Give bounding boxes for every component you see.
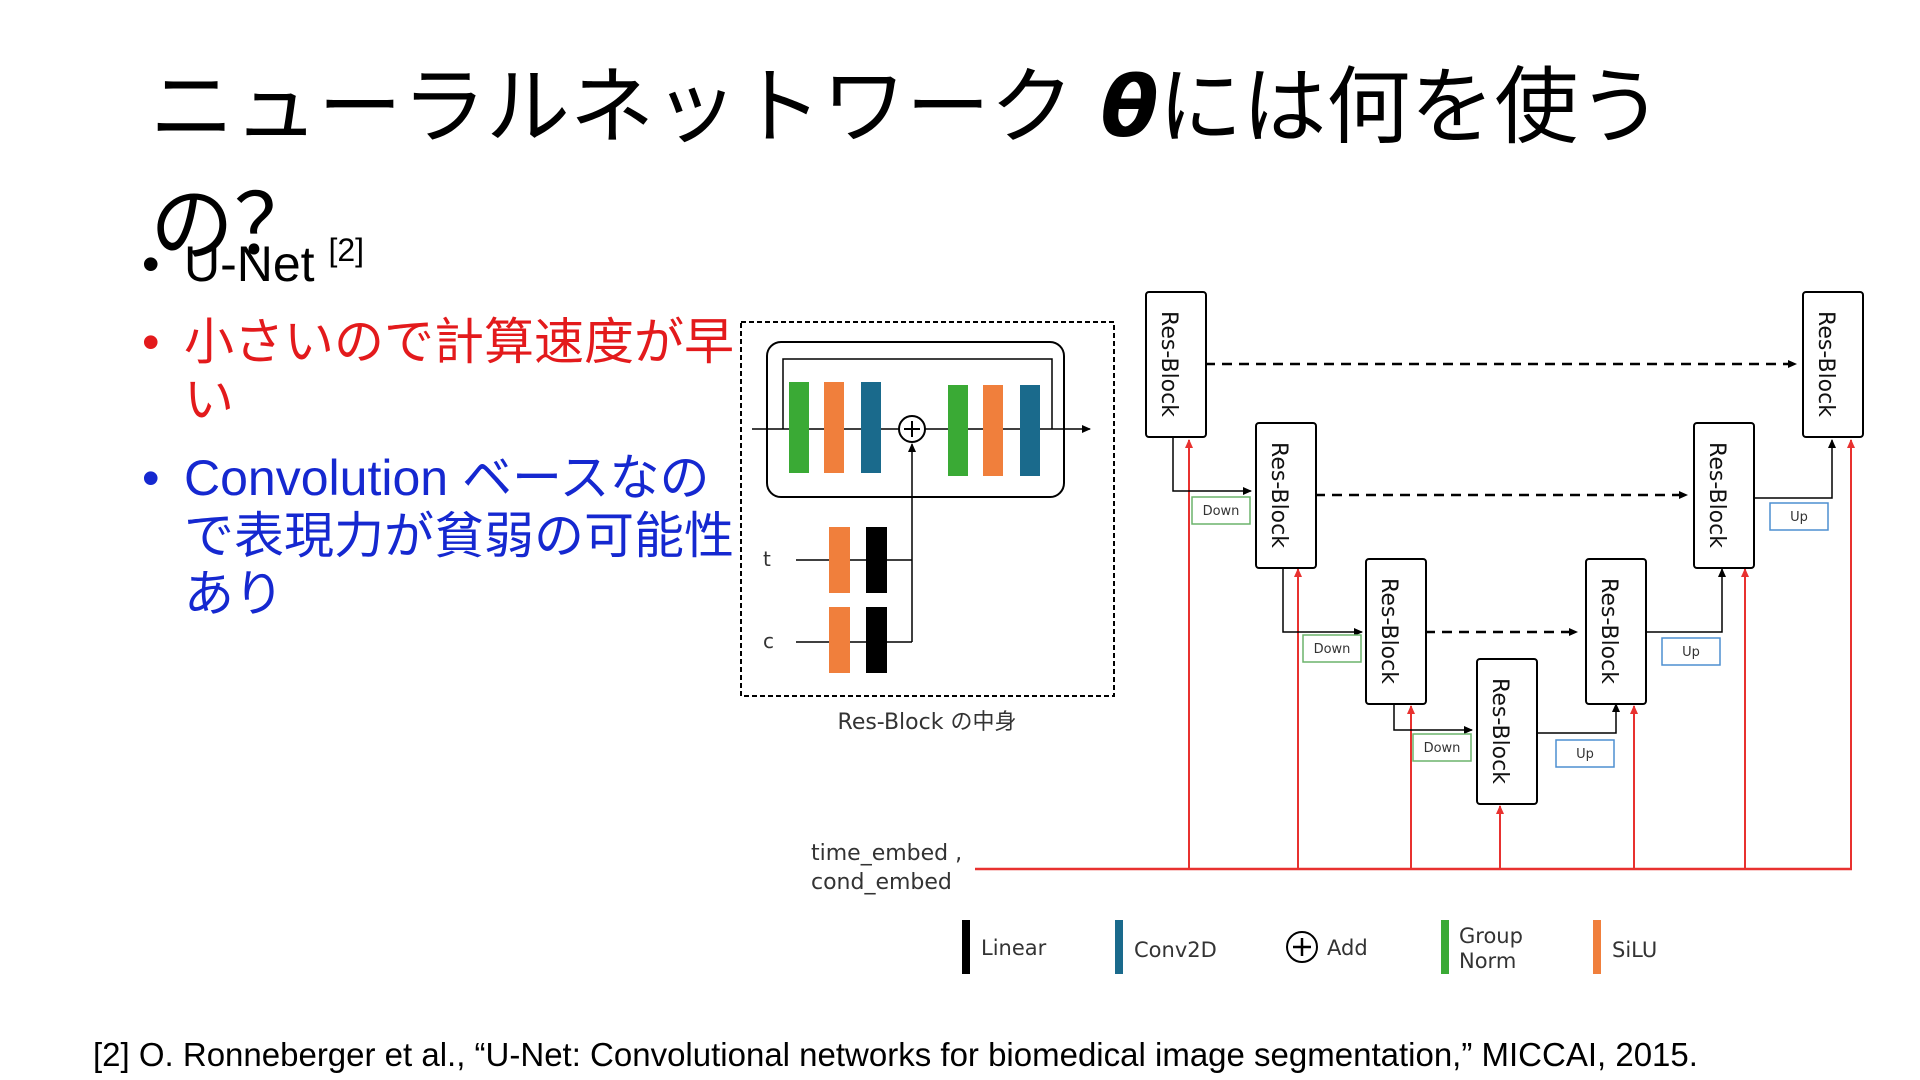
legend-linear-swatch [962,920,970,974]
legend-groupnorm-label-2: Norm [1459,949,1516,973]
linear-c [866,607,887,673]
resblock-enc-3 [1365,558,1427,705]
resblock-dec-3 [1585,558,1647,705]
legend: Linear Conv2D Add Group Norm SiLU [962,920,1657,974]
resblock-caption: Res-Block の中身 [838,710,1017,735]
up-tag-2 [1661,637,1721,666]
legend-add-label: Add [1327,936,1368,960]
legend-linear-label: Linear [981,936,1047,960]
up-label-3: Up [1790,510,1808,525]
resblock-enc-1-label: Res-Block [1156,311,1181,417]
resblock-dec-1 [1802,291,1864,438]
silu-layer-2 [983,385,1003,476]
down-path-3 [1393,704,1473,734]
resblock-dec-2-label: Res-Block [1704,442,1729,548]
embed-label-2: cond_embed [811,870,952,895]
resblock-dec-2 [1693,422,1755,569]
skip-connection [782,358,1053,429]
down-tag-3 [1412,733,1472,762]
slide-title: ニューラルネットワーク θには何を使うの？ [150,48,1770,284]
embed-label-1: time_embed , [811,841,962,866]
resblock-bottleneck-label: Res-Block [1487,678,1512,784]
input-t-label: t [763,547,771,571]
conv-layer-1 [861,382,881,473]
title-theta: θ [1100,58,1159,156]
silu-layer-1 [824,382,844,473]
unet-main: time_embed , cond_embed [811,291,1864,895]
down-path-1 [1172,438,1252,495]
resblock-bottleneck [1476,658,1538,805]
silu-t [829,527,850,593]
down-label-1: Down [1203,504,1240,519]
footnote-citation: [2] O. Ronneberger et al., “U-Net: Convo… [93,1036,1698,1073]
resblock-enc-1 [1145,291,1207,438]
legend-silu-label: SiLU [1612,938,1657,962]
resblock-enc-2 [1255,422,1317,569]
up-path-1 [1538,703,1620,734]
citation-marker: [2] [328,232,365,268]
resblock-dec-3-label: Res-Block [1596,578,1621,684]
input-c-label: c [763,629,774,653]
up-tag-3 [1769,502,1829,531]
silu-c [829,607,850,673]
down-label-2: Down [1314,642,1351,657]
bullet-weakness: Convolution ベースなので表現力が貧弱の可能性あり [140,449,740,623]
groupnorm-layer-2 [948,385,968,476]
conv-layer-2 [1020,385,1040,476]
linear-t [866,527,887,593]
resblock-inner-frame [766,341,1065,498]
resblock-enc-3-label: Res-Block [1376,578,1401,684]
up-path-3 [1753,439,1836,499]
bullet-list: U-Net [2] 小さいので計算速度が早い Convolution ベースなの… [140,232,740,643]
legend-conv-label: Conv2D [1134,938,1217,962]
title-part1: ニューラルネットワーク [150,58,1101,156]
legend-groupnorm-label-1: Group [1459,924,1523,948]
resblock-dec-1-label: Res-Block [1813,311,1838,417]
groupnorm-layer-1 [789,382,809,473]
up-path-2 [1647,568,1726,633]
up-tag-1 [1555,739,1615,768]
down-tag-1 [1191,496,1251,525]
down-path-2 [1282,569,1363,636]
up-label-1: Up [1576,747,1594,762]
bullet-unet: U-Net [2] [140,232,740,293]
up-label-2: Up [1682,645,1700,660]
bullet-speed: 小さいので計算速度が早い [140,313,740,429]
down-tag-2 [1302,634,1362,663]
resblock-detail: t c Res-Block の中身 [740,321,1115,735]
legend-silu-swatch [1593,920,1601,974]
down-label-3: Down [1424,741,1461,756]
resblock-enc-2-label: Res-Block [1266,442,1291,548]
bullet-unet-text: U-Net [184,236,329,292]
legend-groupnorm-swatch [1441,920,1449,974]
legend-conv-swatch [1115,920,1123,974]
resblock-detail-frame [740,321,1115,697]
